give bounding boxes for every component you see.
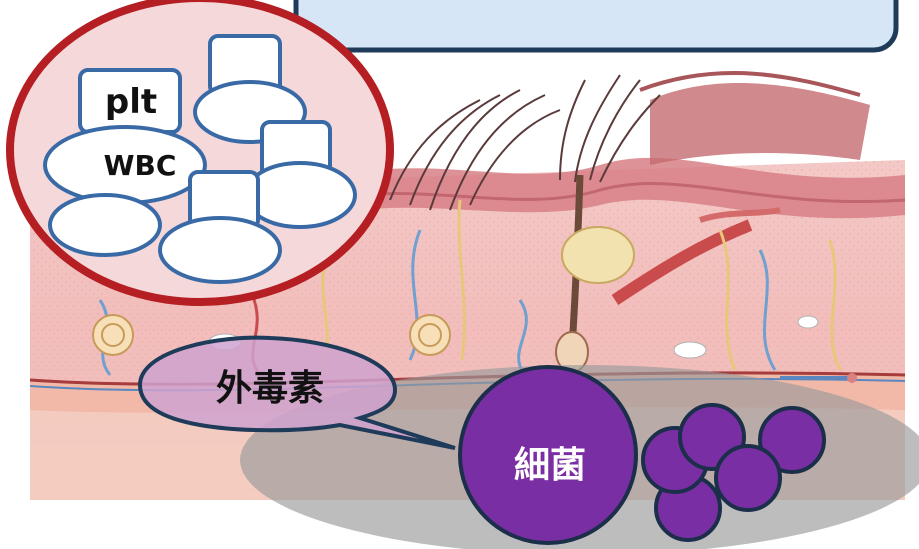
bacterium-large (458, 365, 638, 545)
wbc-ellipse (243, 161, 357, 229)
bacterium-small (714, 444, 782, 512)
bacterium-small (758, 406, 826, 474)
platelet-label: plt (104, 82, 158, 122)
bacteria-label: 細菌 (513, 445, 586, 486)
wbc-ellipse (158, 216, 282, 284)
blood-cells-circle (6, 0, 394, 306)
exotoxin-label: 外毒素 (215, 368, 324, 409)
exotoxin-bubble (137, 335, 456, 450)
info-callout-box (293, 0, 899, 53)
wbc-label: WBC (103, 149, 177, 182)
bacteria-cluster (458, 365, 826, 545)
wbc-ellipse (48, 193, 162, 257)
